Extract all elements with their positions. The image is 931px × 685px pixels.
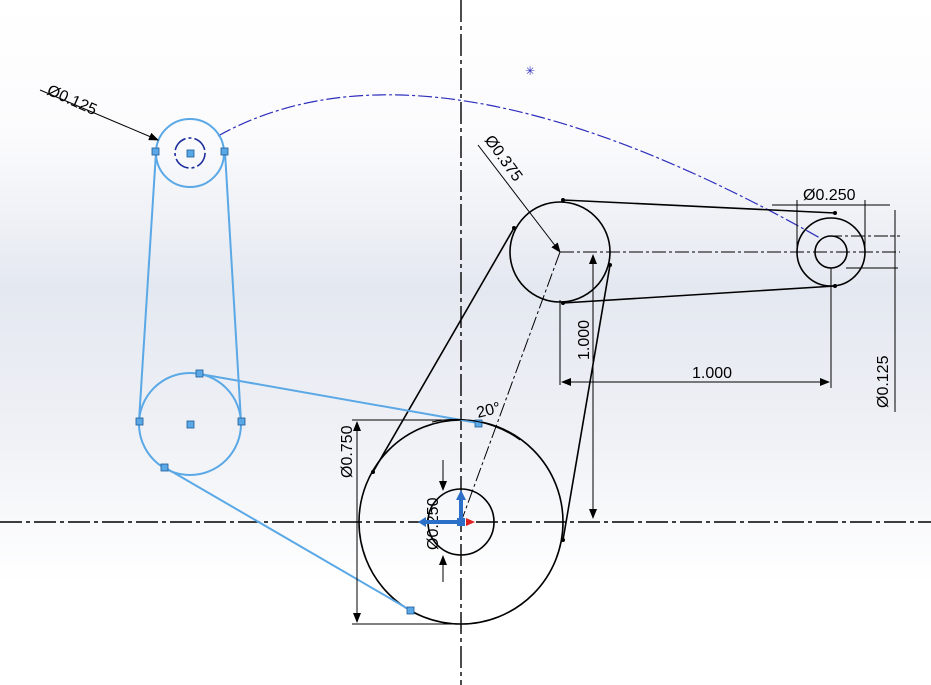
- dim-angle[interactable]: 20°: [475, 400, 503, 422]
- dim-dia-right-outer[interactable]: Ø0.250: [803, 187, 856, 204]
- selected-right-line[interactable]: [224, 151, 242, 422]
- angle-arc[interactable]: [431, 418, 521, 441]
- handle-point[interactable]: [135, 417, 144, 426]
- dim-leader[interactable]: [477, 144, 561, 253]
- handle-point[interactable]: [474, 419, 483, 428]
- handle-point[interactable]: [186, 420, 195, 429]
- handle-point[interactable]: [186, 149, 195, 158]
- endpoint-dot: [561, 301, 565, 305]
- arc-midpoint-icon: ✳: [525, 64, 535, 78]
- handle-point[interactable]: [220, 147, 229, 156]
- handle-point[interactable]: [406, 606, 415, 615]
- endpoint-dot: [608, 263, 612, 267]
- selected-lower-tangent[interactable]: [163, 466, 411, 611]
- origin-point-icon[interactable]: [457, 518, 465, 526]
- handle-point[interactable]: [160, 463, 169, 472]
- dim-len-vertical[interactable]: 1.000: [576, 320, 593, 360]
- endpoint-dot: [512, 226, 516, 230]
- lower-link-line[interactable]: [562, 285, 836, 304]
- handle-point[interactable]: [151, 147, 160, 156]
- endpoint-dot: [371, 470, 375, 474]
- dim-dia-right-inner[interactable]: Ø0.125: [875, 355, 892, 408]
- handle-point[interactable]: [195, 369, 204, 378]
- endpoint-dot: [561, 198, 565, 202]
- left-tangent-line[interactable]: [372, 227, 515, 473]
- endpoint-dot: [561, 538, 565, 542]
- origin-x-axis-icon: [466, 518, 475, 526]
- arc-path[interactable]: [217, 94, 821, 239]
- endpoint-dot: [833, 284, 837, 288]
- selected-upper-tangent[interactable]: [199, 373, 479, 424]
- dim-dia-top-left[interactable]: Ø0.125: [44, 82, 99, 119]
- selected-left-line[interactable]: [138, 151, 157, 422]
- endpoint-dot: [833, 211, 837, 215]
- origin-y-arrow-icon: [456, 490, 466, 500]
- top-inner-circle[interactable]: [174, 137, 206, 169]
- origin-x-arrow-icon: [418, 517, 426, 527]
- angled-construction-line[interactable]: [460, 251, 561, 523]
- right-tangent-line[interactable]: [562, 264, 611, 541]
- dim-leader[interactable]: [39, 89, 159, 141]
- dim-len-horizontal[interactable]: 1.000: [692, 365, 732, 382]
- upper-link-line[interactable]: [562, 199, 836, 214]
- handle-point[interactable]: [237, 417, 246, 426]
- dim-dia-large[interactable]: Ø0.750: [339, 425, 356, 478]
